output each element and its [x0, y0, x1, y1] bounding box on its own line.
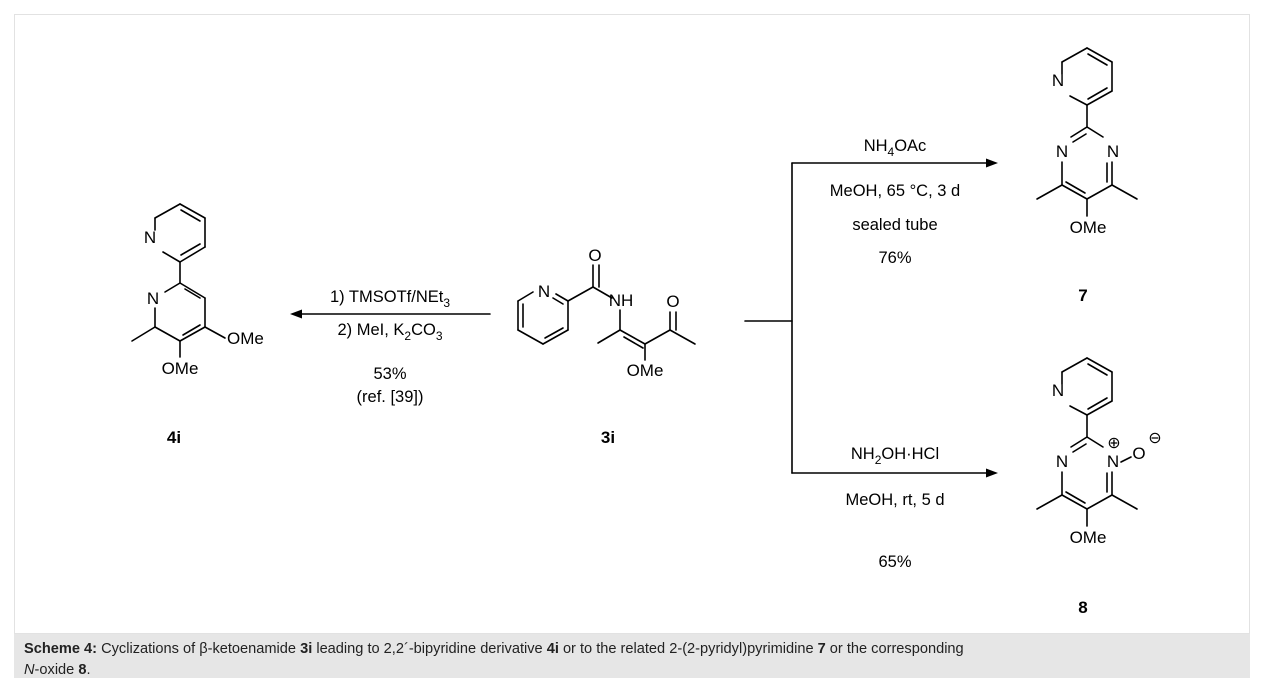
atom-n-label: N — [1056, 142, 1068, 161]
atom-o-label: O — [588, 246, 601, 265]
reference-note: (ref. [39]) — [357, 388, 424, 406]
compound-label-3i: 3i — [601, 428, 615, 447]
condition-solvent-top: MeOH, 65 °C, 3 d — [830, 182, 960, 200]
atom-n-label: N — [1107, 142, 1119, 161]
compound-label-7: 7 — [1078, 286, 1087, 305]
atom-ome-label: OMe — [1070, 528, 1107, 547]
positive-charge-icon: ⊕ — [1107, 435, 1120, 452]
caption-text: -oxide — [34, 662, 79, 678]
caption-label: Scheme 4: — [24, 641, 98, 657]
caption-compound-ref: 3i — [300, 641, 313, 657]
compound-label-4i: 4i — [167, 428, 181, 447]
condition-step-1: 1) TMSOTf/NEt3 — [330, 288, 450, 310]
compound-8-structure: N N N O OMe — [1036, 357, 1146, 547]
atom-o-label: O — [666, 292, 679, 311]
scheme-frame — [14, 14, 1250, 634]
left-reaction-arrow — [290, 309, 491, 319]
caption-compound-ref: 8 — [78, 662, 87, 678]
condition-solvent-bottom: MeOH, rt, 5 d — [845, 491, 944, 509]
condition-vessel-top: sealed tube — [852, 216, 937, 234]
atom-ome-label: OMe — [227, 329, 264, 348]
atom-n-label: N — [147, 289, 159, 308]
reagent-nh2oh-hcl: NH2OH·HCl — [851, 445, 939, 467]
atom-nh-label: NH — [609, 291, 634, 310]
caption-text: . — [86, 662, 91, 678]
branch-arrows — [744, 158, 998, 478]
negative-charge-icon: ⊖ — [1148, 430, 1161, 447]
compound-label-8: 8 — [1078, 598, 1087, 617]
reagent-nh4oac: NH4OAc — [864, 137, 927, 159]
atom-ome-label: OMe — [627, 361, 664, 380]
caption-text: Cyclizations of β-ketoenamide — [97, 641, 301, 657]
caption-text: or the corresponding — [825, 641, 964, 657]
atom-n-label: N — [538, 282, 550, 301]
caption-compound-ref: 7 — [817, 641, 826, 657]
yield-bottom: 65% — [878, 553, 911, 571]
atom-n-label: N — [1052, 71, 1064, 90]
atom-o-label: O — [1132, 444, 1145, 463]
reaction-scheme: N N OMe OMe 4i 1) TMSOTf/NEt3 2) MeI, K2… — [131, 47, 1162, 617]
atom-n-label: N — [1107, 452, 1119, 471]
atom-n-label: N — [1052, 381, 1064, 400]
yield-top: 76% — [878, 249, 911, 267]
caption-compound-ref: 4i — [546, 641, 559, 657]
caption-text: leading to 2,2´-bipyridine derivative — [312, 641, 547, 657]
compound-3i-structure: O N NH O OMe — [517, 246, 696, 380]
atom-ome-label: OMe — [162, 359, 199, 378]
atom-n-label: N — [1056, 452, 1068, 471]
caption-italic-n: N — [24, 662, 35, 678]
compound-7-structure: N N N OMe — [1036, 47, 1138, 237]
compound-4i-structure: N N OMe OMe — [131, 203, 264, 378]
scheme-caption: Scheme 4: Cyclizations of β-ketoenamide … — [14, 634, 1250, 678]
condition-step-2: 2) MeI, K2CO3 — [337, 321, 442, 343]
atom-n-label: N — [144, 228, 156, 247]
atom-ome-label: OMe — [1070, 218, 1107, 237]
caption-text: or to the related 2-(2-pyridyl)pyrimidin… — [558, 641, 818, 657]
yield-left: 53% — [373, 365, 406, 383]
